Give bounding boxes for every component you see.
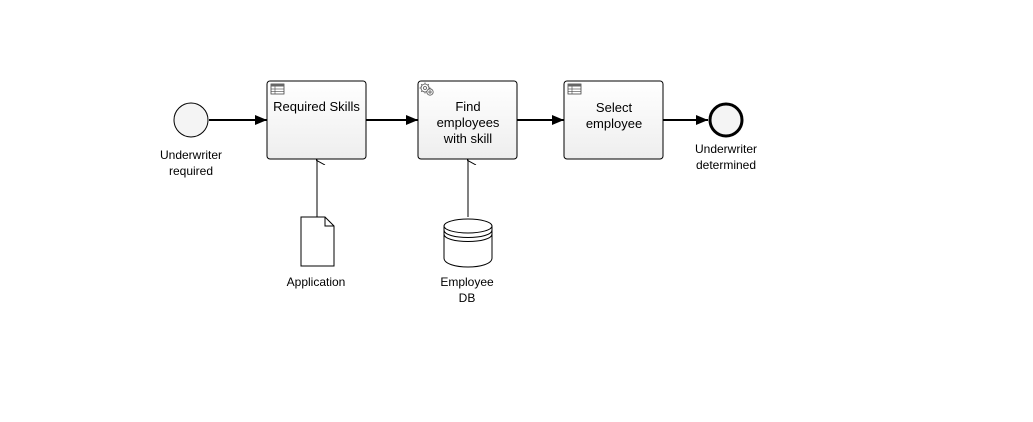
task-find-employees-label: Find employees with skill (436, 99, 500, 146)
task-select-employee[interactable] (563, 80, 664, 160)
business-rule-icon (567, 83, 582, 95)
data-object-application[interactable] (300, 216, 335, 267)
start-event[interactable] (173, 102, 209, 138)
task-find-employees[interactable] (417, 80, 518, 160)
service-gear-icon (419, 82, 434, 96)
end-event[interactable] (708, 102, 744, 138)
start-event-label: Underwriter required (159, 148, 222, 178)
data-store-label: Employee DB (440, 275, 494, 305)
task-select-employee-label: Select employee (585, 100, 643, 131)
task-required-skills-label: Required Skills (273, 99, 360, 114)
task-required-skills[interactable] (266, 80, 367, 160)
data-store-employee-db[interactable] (443, 218, 493, 268)
data-object-label: Application (286, 275, 346, 289)
end-event-label: Underwriter determined (694, 142, 757, 172)
business-rule-icon (270, 83, 285, 95)
